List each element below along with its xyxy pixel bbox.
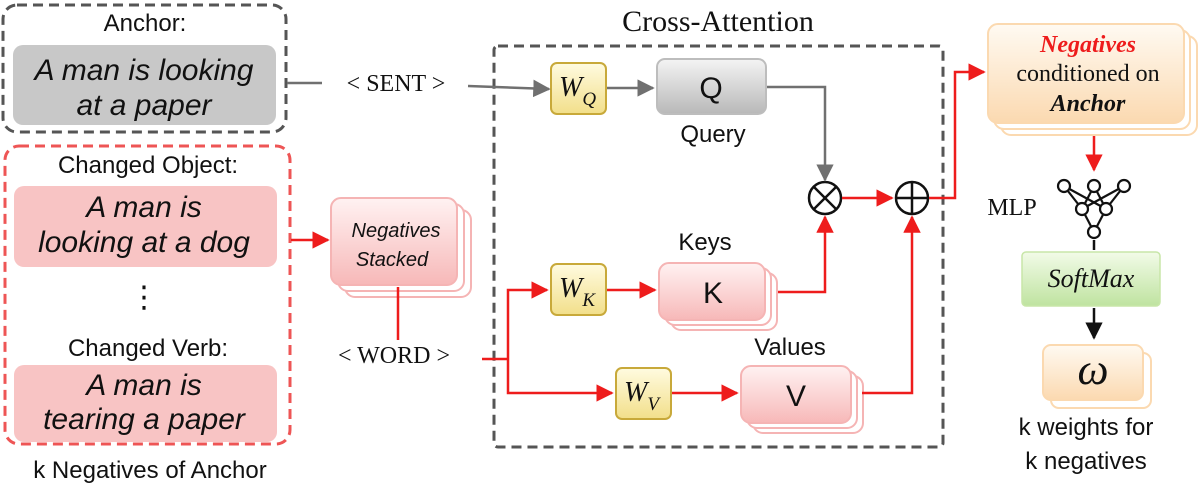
changed-object-line1: A man is — [84, 191, 202, 224]
keys-label: Keys — [678, 229, 731, 256]
negatives-caption: k Negatives of Anchor — [33, 457, 266, 484]
values-label: Values — [754, 334, 826, 361]
cross-attention-frame — [492, 44, 945, 449]
wv-label: WV — [624, 377, 661, 415]
v-box — [740, 365, 852, 424]
changed-verb-line2: tearing a paper — [43, 403, 246, 436]
negatives-stacked-box — [330, 197, 458, 286]
k-letter: K — [703, 277, 723, 310]
k-box — [658, 262, 766, 321]
query-label: Query — [680, 121, 745, 148]
v-letter: V — [786, 380, 806, 413]
negatives-word: Negatives — [1039, 32, 1136, 58]
cross-attention-block: Cross-Attention WQ WK WV Q Query K Keys … — [492, 5, 945, 449]
wq-label: WQ — [559, 72, 596, 110]
changed-verb-line1: A man is — [84, 369, 202, 402]
connectors: < SENT > < WORD > — [287, 63, 1103, 402]
changed-object-line2: looking at a dog — [38, 226, 250, 259]
wk-box — [550, 263, 607, 316]
negatives-group: Changed Object: A man is looking at a do… — [3, 144, 292, 484]
anchor-word: Anchor — [1049, 91, 1126, 117]
negatives-dashed-frame — [3, 144, 292, 446]
softmax-box — [1021, 251, 1161, 307]
word-token: < WORD > — [338, 343, 450, 369]
softmax-label: SoftMax — [1048, 264, 1135, 293]
anchor-dashed-frame — [1, 3, 288, 134]
changed-verb-title: Changed Verb: — [68, 335, 228, 362]
anchor-group: Anchor: A man is looking at a paper — [1, 3, 288, 134]
negatives-stacked-line2: Stacked — [356, 249, 429, 271]
output-group: Negatives conditioned on Anchor MLP Soft… — [987, 23, 1198, 475]
anchor-sentence-line2: at a paper — [76, 89, 212, 122]
mlp-label: MLP — [987, 195, 1036, 221]
conditioned-on-text: conditioned on — [1016, 61, 1159, 87]
omega-symbol: ω — [1077, 345, 1108, 394]
sent-to-wq-arrow — [467, 79, 551, 98]
negatives-stacked-line1: Negatives — [352, 220, 441, 242]
weights-line2: k negatives — [1025, 448, 1146, 475]
wv-box — [615, 367, 672, 420]
changed-verb-box — [14, 365, 277, 442]
anchor-sentence-box — [13, 45, 276, 125]
wq-box — [550, 62, 607, 115]
sent-token: < SENT > — [347, 71, 446, 97]
negatives-stacked: Negatives Stacked — [330, 197, 472, 298]
cross-attention-title: Cross-Attention — [622, 5, 814, 38]
wk-label: WK — [559, 273, 596, 311]
anchor-sentence-line1: A man is looking — [33, 54, 254, 87]
anchor-title: Anchor: — [104, 10, 187, 37]
q-box — [656, 58, 767, 115]
changed-object-box — [14, 186, 277, 267]
changed-object-title: Changed Object: — [58, 152, 238, 179]
mlp-network-icon — [1056, 178, 1132, 240]
q-letter: Q — [699, 72, 722, 105]
weights-line1: k weights for — [1019, 414, 1154, 441]
ellipsis: ⋮ — [129, 281, 159, 314]
conditioned-negatives-box — [987, 23, 1185, 124]
omega-box — [1042, 344, 1144, 401]
